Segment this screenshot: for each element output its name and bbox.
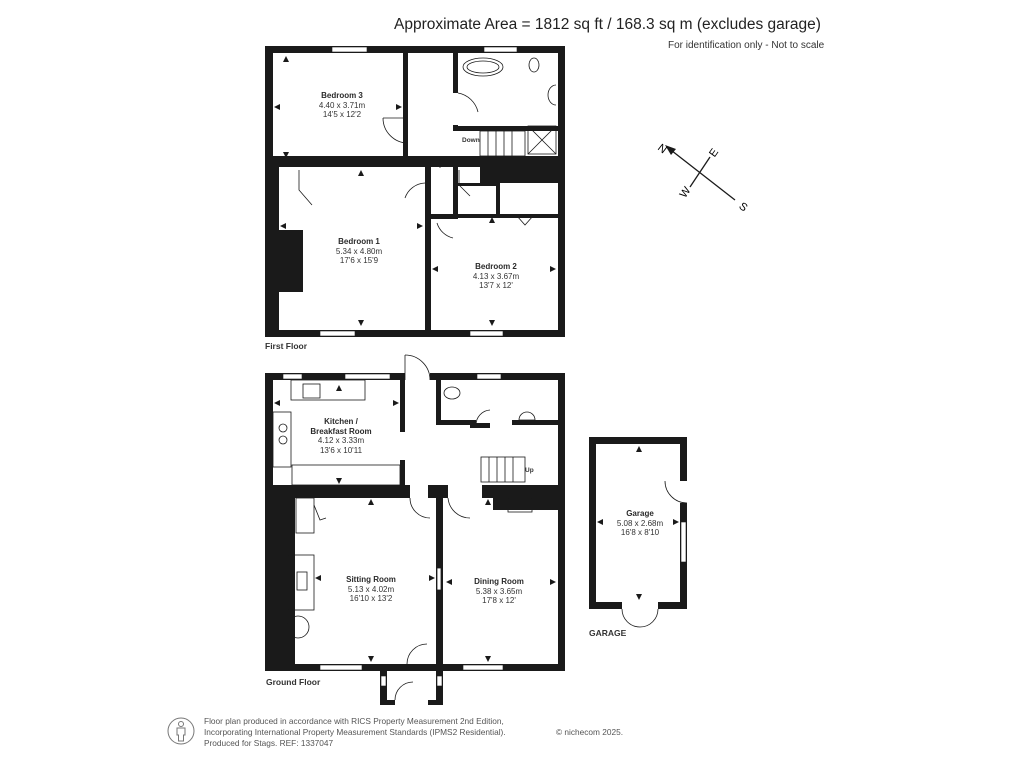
room-label-bedroom-1: Bedroom 1 5.34 x 4.80m 17'6 x 15'9: [336, 237, 382, 266]
stairs-up-label: Up: [525, 467, 534, 474]
room-name: Bedroom 2: [475, 262, 517, 271]
room-name: Sitting Room: [346, 575, 396, 584]
compass-n-label: N: [655, 142, 669, 156]
room-metric: 5.38 x 3.65m: [475, 586, 523, 596]
room-name-line2: Breakfast Room: [310, 426, 372, 436]
room-label-kitchen: Kitchen / Breakfast Room 4.12 x 3.33m 13…: [310, 417, 371, 455]
room-label-bedroom-3: Bedroom 3 4.40 x 3.71m 14'5 x 12'2: [319, 91, 365, 120]
room-metric: 4.40 x 3.71m: [318, 100, 366, 110]
room-metric: 5.34 x 4.80m: [335, 246, 383, 256]
room-metric: 4.13 x 3.67m: [472, 271, 520, 281]
disclaimer-subtitle: For identification only - Not to scale: [668, 40, 825, 51]
garage-label: GARAGE: [589, 628, 627, 638]
person-icon: [167, 717, 195, 745]
room-label-sitting-room: Sitting Room 5.13 x 4.02m 16'10 x 13'2: [346, 575, 396, 604]
room-label-bedroom-2: Bedroom 2 4.13 x 3.67m 13'7 x 12': [473, 262, 519, 291]
footer-line-2: Incorporating International Property Mea…: [204, 727, 506, 737]
room-metric: 5.13 x 4.02m: [347, 584, 395, 594]
footer-line-3: Produced for Stags. REF: 1337047: [204, 738, 334, 748]
room-imperial: 16'10 x 13'2: [349, 594, 393, 603]
room-metric: 5.08 x 2.68m: [616, 518, 664, 528]
room-name: Garage: [626, 509, 654, 518]
footer-line-1: Floor plan produced in accordance with R…: [204, 716, 504, 726]
room-metric: 4.12 x 3.33m: [317, 436, 365, 445]
room-imperial: 13'7 x 12': [479, 281, 513, 290]
room-label-dining-room: Dining Room 5.38 x 3.65m 17'8 x 12': [474, 577, 524, 606]
copyright-notice: © nichecom 2025.: [556, 727, 623, 737]
compass-w-label: W: [678, 184, 694, 200]
ground-floor-label: Ground Floor: [266, 677, 321, 687]
room-name: Dining Room: [474, 577, 524, 586]
room-imperial: 14'5 x 12'2: [322, 110, 362, 119]
compass-rose-icon: N E W S: [655, 142, 749, 214]
footer-notes: Floor plan produced in accordance with R…: [204, 716, 506, 749]
area-title: Approximate Area = 1812 sq ft / 168.3 sq…: [394, 16, 821, 33]
room-name: Bedroom 3: [321, 91, 363, 100]
stairs-down-label: Down: [462, 137, 480, 144]
room-imperial: 17'6 x 15'9: [339, 256, 379, 265]
compass-s-label: S: [736, 200, 749, 214]
room-name-line1: Kitchen /: [324, 417, 358, 426]
room-name: Bedroom 1: [338, 237, 380, 246]
first-floor-label: First Floor: [265, 341, 308, 351]
room-imperial: 13'6 x 10'11: [319, 445, 363, 455]
room-imperial: 17'8 x 12': [482, 596, 516, 605]
room-imperial: 16'8 x 8'10: [620, 528, 660, 537]
room-label-garage: Garage 5.08 x 2.68m 16'8 x 8'10: [617, 509, 663, 538]
